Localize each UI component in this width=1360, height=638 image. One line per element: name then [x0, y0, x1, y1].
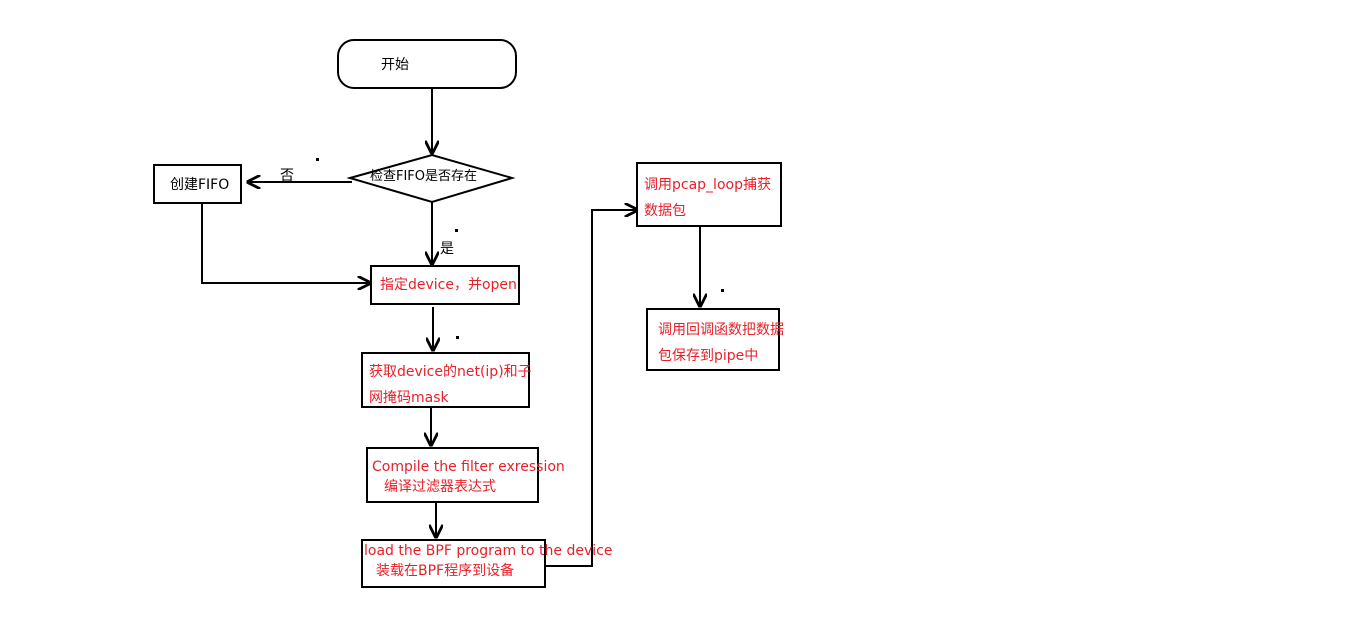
stray-dot — [455, 229, 458, 232]
callback-box: 调用回调函数把数据 包保存到pipe中 — [646, 308, 784, 371]
stray-dot — [316, 158, 319, 161]
callback-label-line1: 调用回调函数把数据 — [658, 322, 784, 338]
edge-label-yes: 是 — [440, 241, 454, 257]
pcap-loop-box: 调用pcap_loop捕获 数据包 — [636, 162, 782, 227]
edge-create-to-open — [201, 204, 370, 283]
edge-label-no: 否 — [280, 168, 294, 184]
open-device-label: 指定device，并open — [380, 277, 517, 293]
start-label: 开始 — [381, 57, 409, 73]
compile-label-line2: 编译过滤器表达式 — [384, 479, 496, 495]
pcap-loop-label-line1: 调用pcap_loop捕获 — [644, 177, 771, 193]
stray-dot — [456, 336, 459, 339]
check-fifo-label: 检查FIFO是否存在 — [370, 169, 478, 184]
load-bpf-label-line2: 装载在BPF程序到设备 — [376, 563, 515, 579]
start-terminal-shape — [337, 39, 517, 89]
callback-label-line2: 包保存到pipe中 — [658, 348, 759, 364]
pcap-loop-label-line2: 数据包 — [644, 203, 686, 219]
check-fifo-diamond — [346, 153, 516, 204]
stray-dot — [721, 289, 724, 292]
get-netmask-label-line1: 获取device的net(ip)和子 — [369, 364, 532, 380]
create-fifo-box: 创建FIFO — [153, 164, 242, 204]
compile-label-line1: Compile the filter exression — [372, 459, 565, 475]
edge-load-to-pcaploop — [546, 210, 637, 567]
get-netmask-label-line2: 网掩码mask — [369, 390, 449, 406]
load-bpf-box: load the BPF program to the device 装载在BP… — [361, 539, 612, 588]
load-bpf-label-line1: load the BPF program to the device — [364, 543, 613, 559]
open-device-box: 指定device，并open — [370, 265, 520, 305]
get-netmask-box: 获取device的net(ip)和子 网掩码mask — [361, 352, 532, 408]
create-fifo-label: 创建FIFO — [170, 177, 230, 193]
compile-box: Compile the filter exression 编译过滤器表达式 — [366, 447, 565, 503]
